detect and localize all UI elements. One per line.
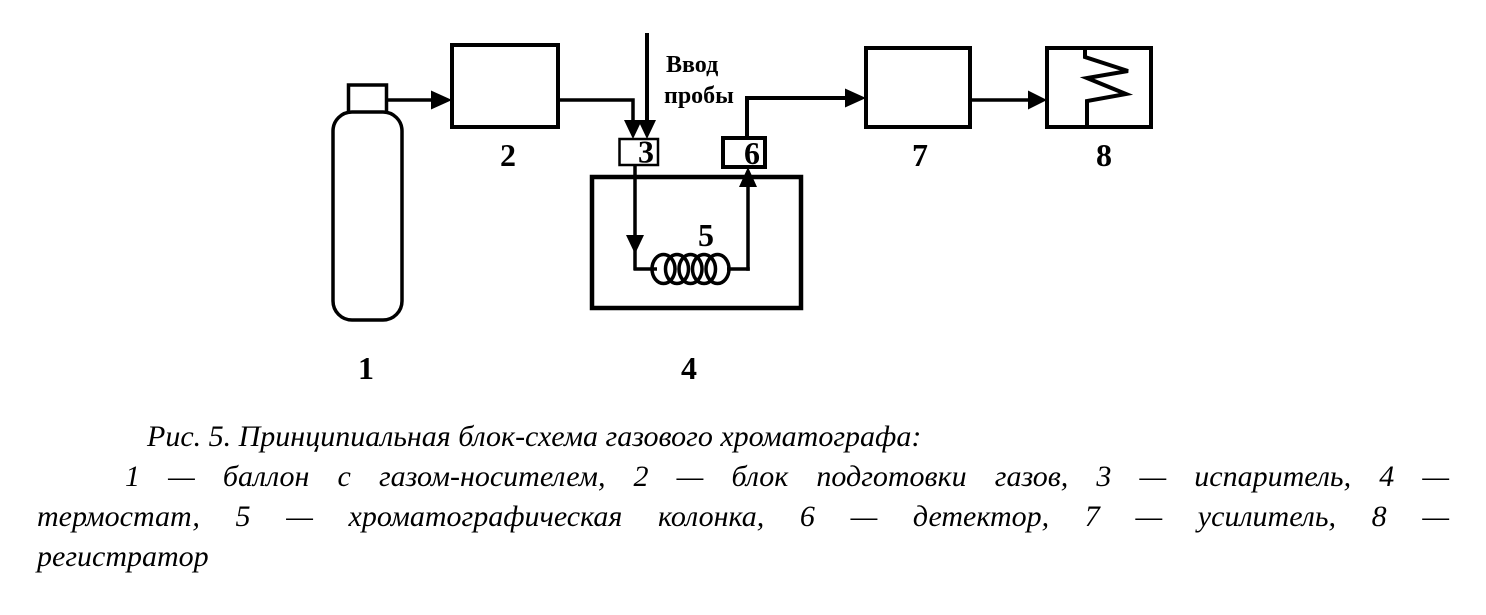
label-evaporator: 3	[638, 134, 654, 170]
label-detector: 6	[744, 135, 760, 171]
label-recorder: 8	[1096, 137, 1112, 173]
thermostat-box	[589, 174, 804, 311]
arrowhead-into-amplifier	[845, 88, 866, 108]
arrowhead-sample-into-evaporator	[638, 120, 656, 139]
amplifier-box	[864, 46, 972, 129]
coil-loop	[690, 252, 718, 286]
column-coil	[650, 252, 731, 286]
arrowhead-into-gasprep	[431, 90, 452, 110]
figure-caption: Рис. 5. Принципиальная блок-схема газово…	[37, 417, 1449, 577]
evaporator-box	[618, 137, 660, 167]
detector-box	[721, 136, 767, 169]
injection-label-line2: пробы	[664, 83, 734, 109]
flow-line-gasprep-to-evaporator	[558, 98, 635, 123]
gas-cylinder-body	[331, 110, 404, 322]
coil-loop	[663, 252, 691, 286]
gas-cylinder-cap	[346, 83, 389, 115]
arrowhead-down-to-column	[626, 235, 644, 254]
label-cylinder: 1	[358, 350, 374, 386]
label-thermostat: 4	[681, 350, 697, 386]
coil-loop	[704, 252, 731, 286]
flow-line-detector-to-amplifier	[745, 96, 848, 138]
coil-loop	[677, 252, 704, 286]
recorder-trace	[1079, 50, 1134, 128]
label-column: 5	[698, 217, 714, 253]
arrowhead-into-recorder	[1028, 90, 1047, 110]
injection-label-line1: Ввод	[666, 52, 718, 78]
label-amplifier: 7	[912, 137, 928, 173]
arrowhead-carrier-into-evaporator	[624, 120, 642, 139]
gas-cylinder	[331, 83, 404, 322]
label-gasprep: 2	[500, 137, 516, 173]
arrowhead-up-into-detector	[739, 167, 757, 187]
chromatograph-block-diagram: 1 2 3 4 5 6 7 8 Ввод пробы	[331, 33, 1153, 386]
figure-caption-title: Рис. 5. Принципиальная блок-схема газово…	[147, 420, 922, 453]
figure-caption-legend: 1 — баллон с газом-носителем, 2 — блок п…	[37, 460, 1449, 573]
coil-loop	[650, 252, 677, 286]
gas-preparation-box	[450, 43, 560, 129]
